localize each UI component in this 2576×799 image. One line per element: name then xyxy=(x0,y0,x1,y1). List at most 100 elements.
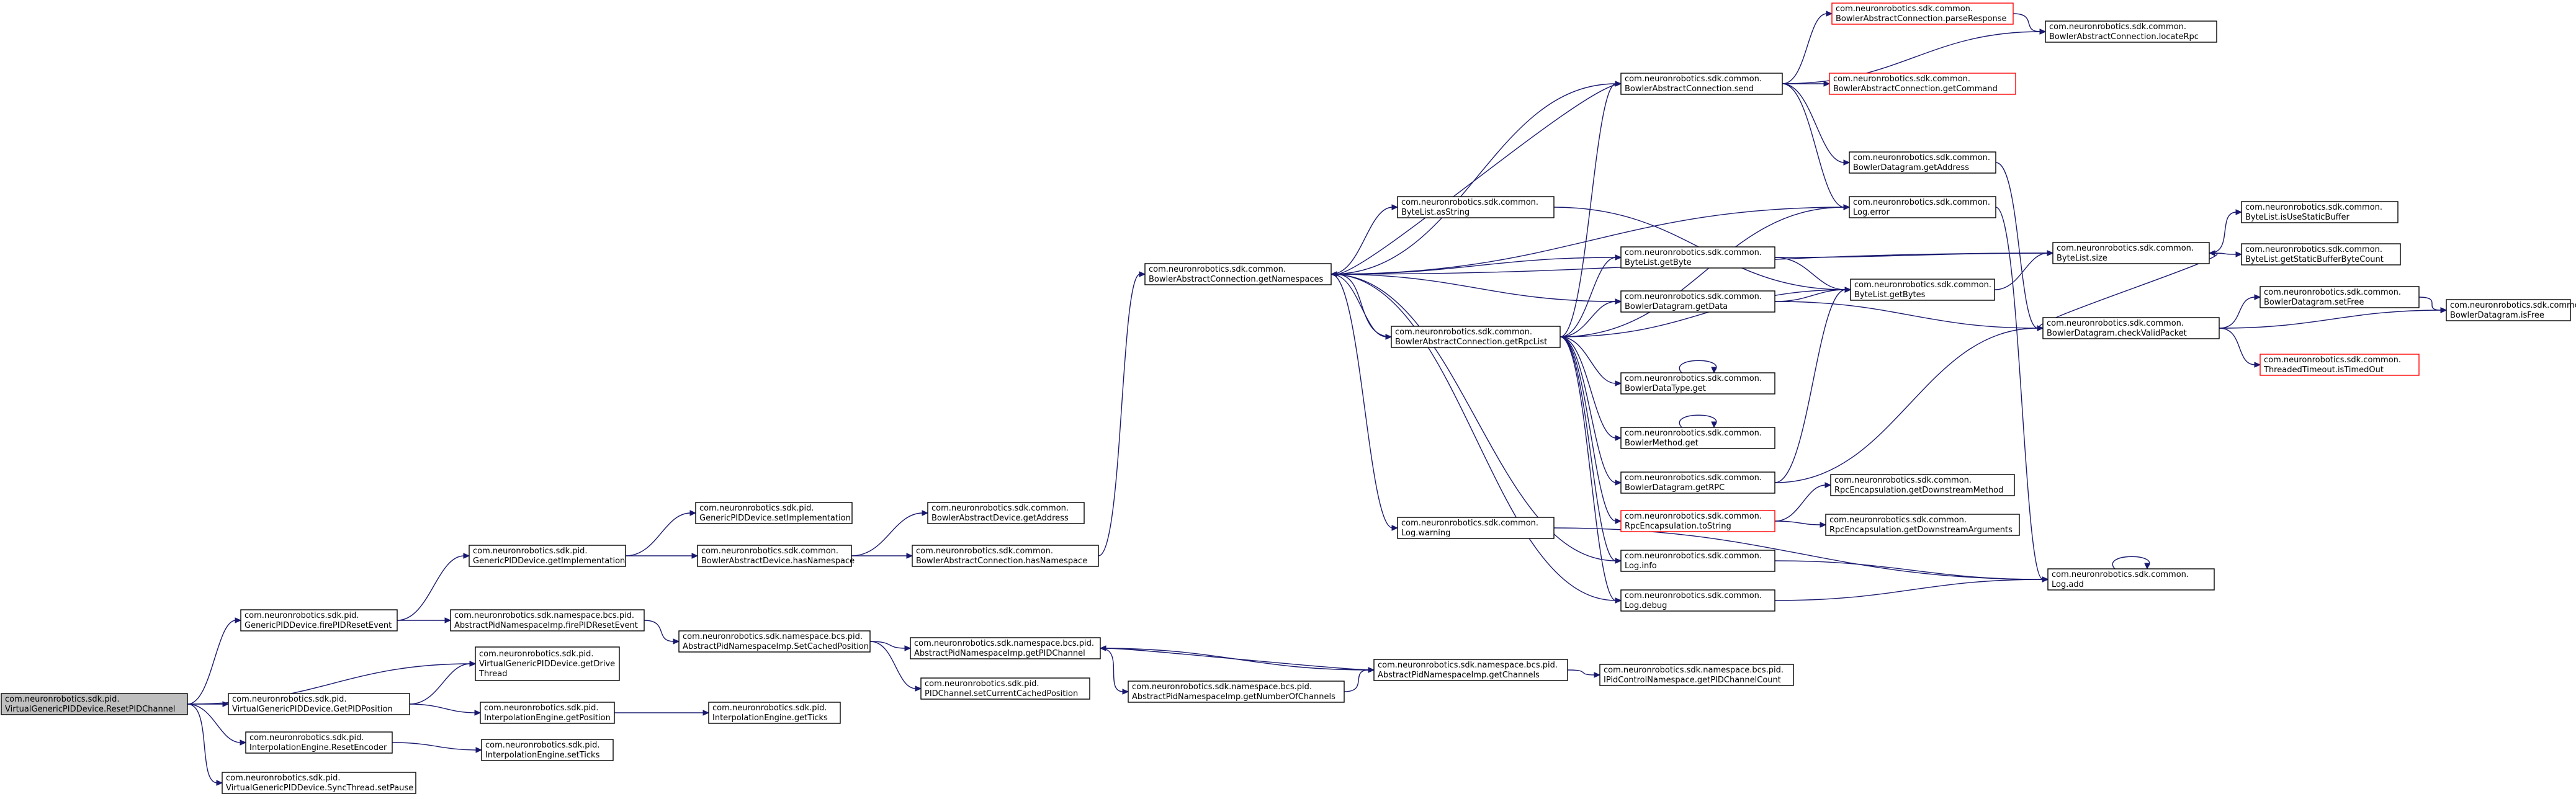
node-ResetEncoder[interactable]: com.neuronrobotics.sdk.pid.Interpolation… xyxy=(245,731,393,754)
call-edge xyxy=(1099,645,1375,671)
node-getDownstreamMethod[interactable]: com.neuronrobotics.sdk.common.RpcEncapsu… xyxy=(1830,474,2015,496)
node-getPIDChannel[interactable]: com.neuronrobotics.sdk.namespace.bcs.pid… xyxy=(910,637,1101,659)
node-label-line: BowlerDatagram.setFree xyxy=(2264,298,2364,307)
node-getByte[interactable]: com.neuronrobotics.sdk.common.ByteList.g… xyxy=(1620,246,1775,269)
call-edge xyxy=(869,641,912,651)
node-label-line: com.neuronrobotics.sdk.common. xyxy=(1625,512,1762,521)
node-SetCachedPosition[interactable]: com.neuronrobotics.sdk.namespace.bcs.pid… xyxy=(678,630,871,653)
node-asString[interactable]: com.neuronrobotics.sdk.common.ByteList.a… xyxy=(1397,196,1555,218)
node-label-line: com.neuronrobotics.sdk.common. xyxy=(2057,244,2194,253)
node-label-line: BowlerMethod.get xyxy=(1625,439,1699,448)
node-getData[interactable]: com.neuronrobotics.sdk.common.BowlerData… xyxy=(1620,290,1775,313)
node-label-line: BowlerAbstractConnection.getCommand xyxy=(1833,84,1998,94)
node-label-line: BowlerAbstractConnection.getRpcList xyxy=(1395,337,1547,347)
call-edge xyxy=(1560,336,1622,524)
node-methodGet[interactable]: com.neuronrobotics.sdk.common.BowlerMeth… xyxy=(1620,427,1775,449)
node-getDriveThread[interactable]: com.neuronrobotics.sdk.pid.VirtualGeneri… xyxy=(475,646,620,681)
call-edge xyxy=(187,701,230,707)
node-label-line: com.neuronrobotics.sdk.common. xyxy=(2245,203,2382,212)
node-label-line: InterpolationEngine.ResetEncoder xyxy=(249,743,387,752)
node-devGetAddress[interactable]: com.neuronrobotics.sdk.common.BowlerAbst… xyxy=(927,502,1085,524)
call-edge xyxy=(1774,520,1827,528)
call-edge xyxy=(1774,576,2049,601)
node-getBytes[interactable]: com.neuronrobotics.sdk.common.ByteList.g… xyxy=(1850,279,1995,301)
call-edge xyxy=(2418,297,2448,313)
call-edge xyxy=(1560,336,1622,564)
call-edge xyxy=(397,553,470,621)
node-parseResponse[interactable]: com.neuronrobotics.sdk.common.BowlerAbst… xyxy=(1831,2,2014,25)
call-edge xyxy=(1098,271,1146,556)
node-label-line: com.neuronrobotics.sdk.pid. xyxy=(245,611,359,620)
node-label-line: com.neuronrobotics.sdk.pid. xyxy=(485,741,600,750)
node-isTimedOut[interactable]: com.neuronrobotics.sdk.common.ThreadedTi… xyxy=(2260,354,2420,376)
node-info[interactable]: com.neuronrobotics.sdk.common.Log.info xyxy=(1620,550,1775,572)
call-edge xyxy=(1774,250,2054,258)
call-edge xyxy=(625,510,697,556)
node-connHasNamespace[interactable]: com.neuronrobotics.sdk.common.BowlerAbst… xyxy=(912,545,1099,567)
node-size[interactable]: com.neuronrobotics.sdk.common.ByteList.s… xyxy=(2052,242,2210,264)
node-getImplementation[interactable]: com.neuronrobotics.sdk.pid.GenericPIDDev… xyxy=(469,545,626,567)
call-edge xyxy=(1782,83,1851,166)
call-edge xyxy=(1774,325,2044,483)
node-getPosition[interactable]: com.neuronrobotics.sdk.pid.Interpolation… xyxy=(480,702,615,724)
node-label-line: BowlerAbstractDevice.getAddress xyxy=(931,514,1069,523)
node-toString[interactable]: com.neuronrobotics.sdk.common.RpcEncapsu… xyxy=(1620,510,1775,532)
call-edge xyxy=(1995,162,2044,331)
node-dataTypeGet[interactable]: com.neuronrobotics.sdk.common.BowlerData… xyxy=(1620,372,1775,395)
node-label-line: RpcEncapsulation.getDownstreamMethod xyxy=(1834,486,2003,495)
node-getNumberOfChannels[interactable]: com.neuronrobotics.sdk.namespace.bcs.pid… xyxy=(1128,681,1345,703)
node-label-line: BowlerAbstractDevice.hasNamespace xyxy=(701,556,855,566)
call-edge xyxy=(1782,83,1851,210)
node-setImplementation[interactable]: com.neuronrobotics.sdk.pid.GenericPIDDev… xyxy=(695,502,853,524)
call-edge xyxy=(1331,254,1622,275)
node-label-line: com.neuronrobotics.sdk.pid. xyxy=(699,504,814,513)
node-absFirePIDResetEvent[interactable]: com.neuronrobotics.sdk.namespace.bcs.pid… xyxy=(450,609,645,632)
node-setCurrentCachedPosition[interactable]: com.neuronrobotics.sdk.pid.PIDChannel.se… xyxy=(920,677,1090,700)
node-label-line: AbstractPidNamespaceImp.firePIDResetEven… xyxy=(454,621,638,630)
node-setPause[interactable]: com.neuronrobotics.sdk.pid.VirtualGeneri… xyxy=(222,772,416,794)
node-setTicks[interactable]: com.neuronrobotics.sdk.pid.Interpolation… xyxy=(481,739,614,761)
node-label-line: com.neuronrobotics.sdk.namespace.bcs.pid… xyxy=(683,632,863,641)
node-setFree[interactable]: com.neuronrobotics.sdk.common.BowlerData… xyxy=(2260,286,2420,308)
node-GetPIDPosition[interactable]: com.neuronrobotics.sdk.pid.VirtualGeneri… xyxy=(228,693,410,715)
node-dgGetAddress[interactable]: com.neuronrobotics.sdk.common.BowlerData… xyxy=(1849,151,1996,174)
call-edge xyxy=(1344,667,1375,692)
node-getTicks[interactable]: com.neuronrobotics.sdk.pid.Interpolation… xyxy=(708,702,841,724)
node-label-line: com.neuronrobotics.sdk.common. xyxy=(701,547,838,556)
node-add[interactable]: com.neuronrobotics.sdk.common.Log.add xyxy=(2047,568,2215,591)
node-firePIDResetEvent[interactable]: com.neuronrobotics.sdk.pid.GenericPIDDev… xyxy=(240,609,398,632)
node-root[interactable]: com.neuronrobotics.sdk.pid.VirtualGeneri… xyxy=(1,693,188,715)
node-isUseStaticBuffer[interactable]: com.neuronrobotics.sdk.common.ByteList.i… xyxy=(2241,201,2399,223)
node-label-line: InterpolationEngine.setTicks xyxy=(485,751,600,760)
node-label-line: RpcEncapsulation.toString xyxy=(1625,522,1731,531)
node-error[interactable]: com.neuronrobotics.sdk.common.Log.error xyxy=(1849,196,1996,218)
node-label-line: BowlerDatagram.checkValidPacket xyxy=(2047,329,2187,338)
node-label-line: ByteList.getByte xyxy=(1625,258,1692,267)
node-getDownstreamArguments[interactable]: com.neuronrobotics.sdk.common.RpcEncapsu… xyxy=(1825,514,2020,536)
node-label-line: GenericPIDDevice.setImplementation xyxy=(699,514,851,523)
node-getNamespaces[interactable]: com.neuronrobotics.sdk.common.BowlerAbst… xyxy=(1144,263,1332,285)
node-getStaticBufferByteCount[interactable]: com.neuronrobotics.sdk.common.ByteList.g… xyxy=(2241,243,2401,266)
node-send[interactable]: com.neuronrobotics.sdk.common.BowlerAbst… xyxy=(1620,73,1783,95)
call-edge xyxy=(2209,209,2243,254)
call-edge xyxy=(1331,204,1399,275)
node-isFree[interactable]: com.neuronrobotics.sdk.common.BowlerData… xyxy=(2446,299,2576,321)
call-edge xyxy=(409,703,482,716)
node-getChannels[interactable]: com.neuronrobotics.sdk.namespace.bcs.pid… xyxy=(1373,659,1568,681)
node-getPIDChannelCount[interactable]: com.neuronrobotics.sdk.namespace.bcs.pid… xyxy=(1599,664,1794,686)
node-debug[interactable]: com.neuronrobotics.sdk.common.Log.debug xyxy=(1620,589,1775,612)
call-edge xyxy=(1560,336,1622,604)
node-locateRpc[interactable]: com.neuronrobotics.sdk.common.BowlerAbst… xyxy=(2045,20,2217,43)
node-checkValidPacket[interactable]: com.neuronrobotics.sdk.common.BowlerData… xyxy=(2042,317,2220,339)
node-getRPC[interactable]: com.neuronrobotics.sdk.common.BowlerData… xyxy=(1620,471,1775,494)
call-edge xyxy=(409,661,477,705)
node-getRpcList[interactable]: com.neuronrobotics.sdk.common.BowlerAbst… xyxy=(1391,326,1561,348)
node-warning[interactable]: com.neuronrobotics.sdk.common.Log.warnin… xyxy=(1397,517,1555,539)
node-getCommand[interactable]: com.neuronrobotics.sdk.common.BowlerAbst… xyxy=(1829,73,2016,95)
node-devHasNamespace[interactable]: com.neuronrobotics.sdk.common.BowlerAbst… xyxy=(697,545,855,567)
node-label-line: AbstractPidNamespaceImp.getPIDChannel xyxy=(914,649,1085,658)
node-label-line: com.neuronrobotics.sdk.pid. xyxy=(712,703,827,713)
node-label-line: com.neuronrobotics.sdk.pid. xyxy=(473,547,588,556)
node-label-line: InterpolationEngine.getTicks xyxy=(712,713,828,723)
